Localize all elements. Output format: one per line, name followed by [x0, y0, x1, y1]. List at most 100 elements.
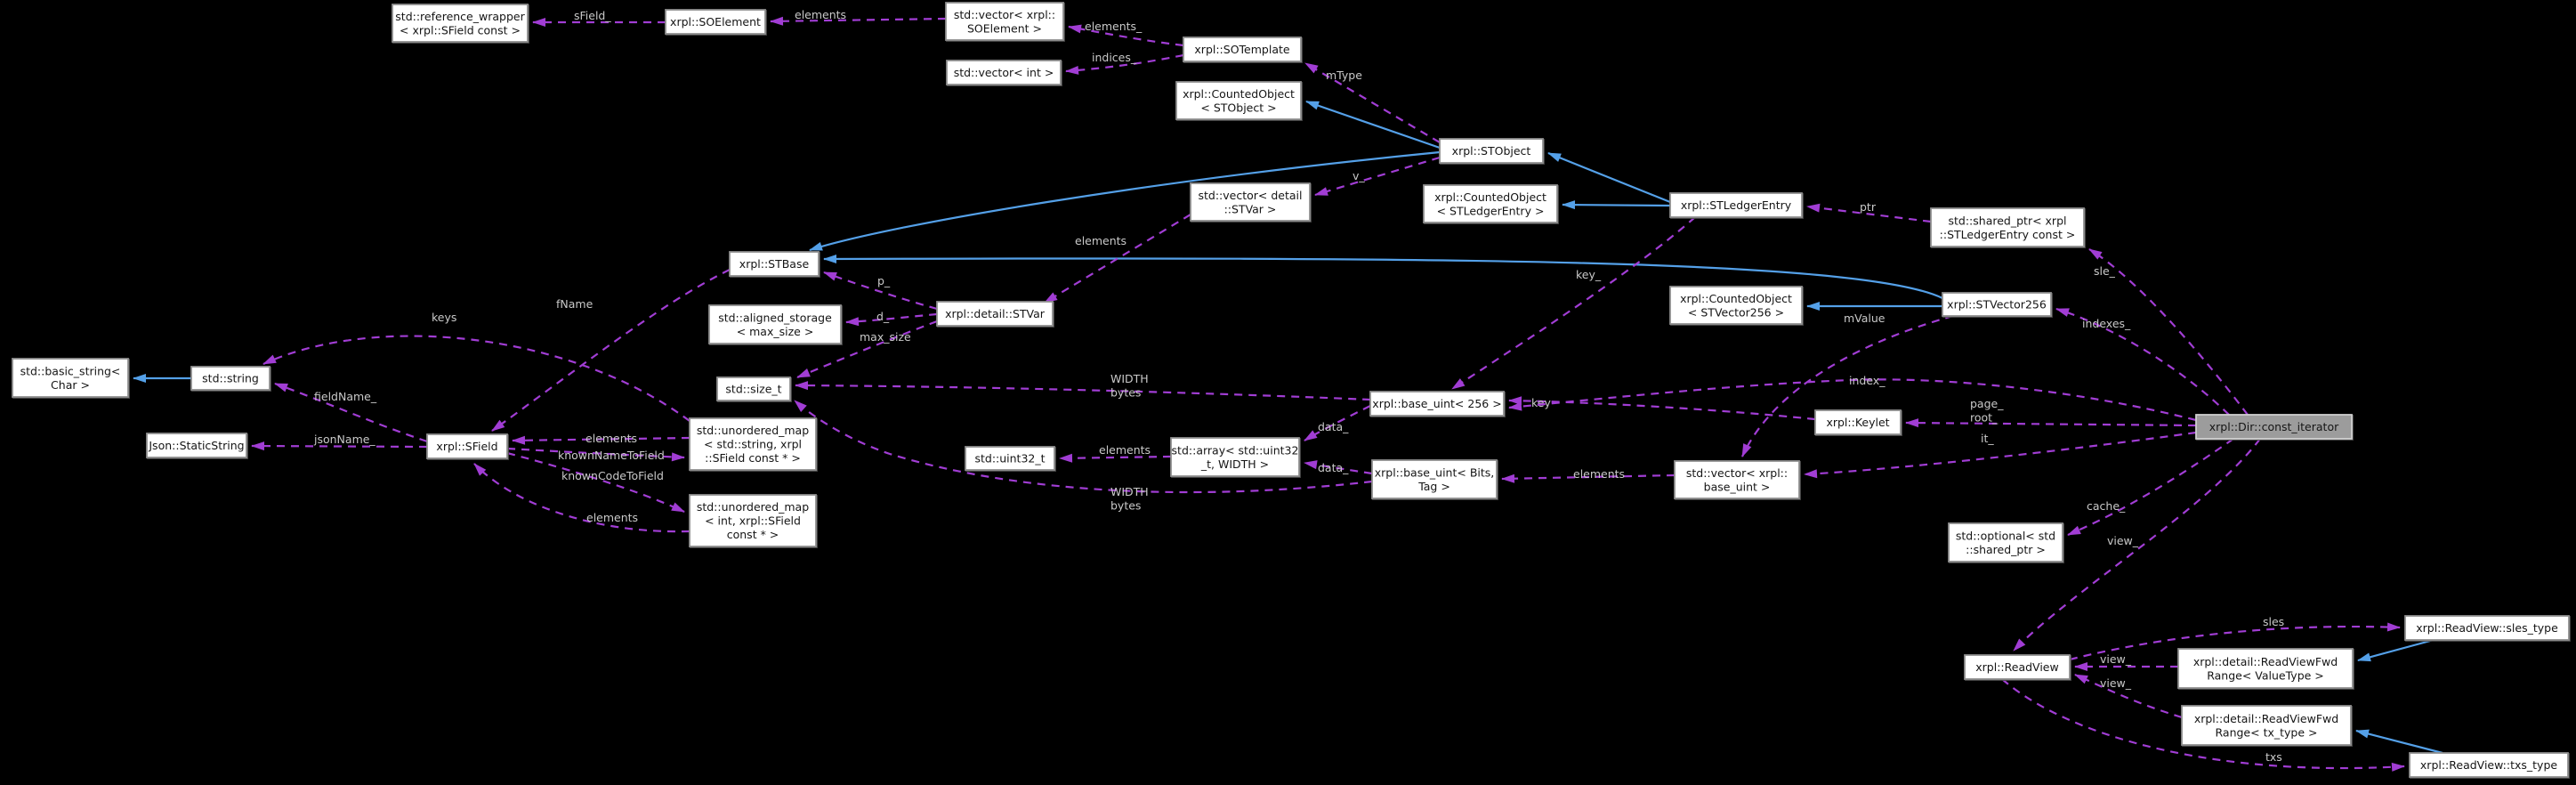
node-vec_int[interactable]: std::vector< int >	[946, 60, 1062, 85]
node-box[interactable]	[1183, 36, 1302, 62]
node-box[interactable]	[716, 376, 791, 401]
node-aligned[interactable]: std::aligned_storage< max_size >	[708, 304, 842, 344]
node-optional[interactable]: std::optional< std::shared_ptr >	[1948, 522, 2063, 562]
node-box[interactable]	[965, 446, 1055, 471]
node-size_t[interactable]: std::size_t	[716, 376, 791, 401]
edge-label: ptr	[1860, 200, 1877, 214]
node-box[interactable]	[1674, 460, 1800, 499]
node-box[interactable]	[945, 2, 1064, 41]
edge-stobject--sotemplate: mType	[1304, 62, 1441, 143]
node-readview[interactable]: xrpl::ReadView	[1964, 654, 2071, 680]
node-dir_const_iterator[interactable]: xrpl::Dir::const_iterator	[2195, 414, 2353, 440]
inheritance-edge-line	[1562, 200, 1671, 210]
node-stobject[interactable]: xrpl::STObject	[1439, 138, 1544, 164]
node-box[interactable]	[2181, 705, 2352, 746]
node-box[interactable]	[708, 304, 842, 344]
node-layer: std::reference_wrapper< xrpl::SField con…	[12, 2, 2570, 778]
node-box[interactable]	[1942, 292, 2052, 317]
node-box[interactable]	[2409, 752, 2569, 778]
node-umap_int[interactable]: std::unordered_map< int, xrpl::SFieldcon…	[689, 494, 817, 547]
edge-stle--stobject	[1547, 151, 1671, 204]
edge-label: view_	[2100, 652, 2132, 666]
node-box[interactable]	[1190, 182, 1311, 222]
node-box[interactable]	[665, 9, 766, 35]
edge-label: elements	[1099, 443, 1151, 457]
node-box[interactable]	[1948, 522, 2063, 562]
node-stv256[interactable]: xrpl::STVector256	[1942, 292, 2052, 317]
node-label: std::uint32_t	[974, 452, 1045, 465]
usage-edge-line	[1806, 203, 1932, 223]
node-keylet[interactable]: xrpl::Keylet	[1814, 409, 1902, 435]
edge-stobject--co_stobject	[1305, 100, 1441, 150]
node-label: xrpl::STObject	[1452, 144, 1531, 158]
node-vec_stvar[interactable]: std::vector< detail::STVar >	[1190, 182, 1311, 222]
node-label: Range< ValueType >	[2207, 668, 2324, 682]
node-box[interactable]	[1175, 81, 1302, 120]
usage-edge-line	[2088, 248, 2249, 416]
node-box[interactable]	[190, 366, 271, 391]
node-co_stle[interactable]: xrpl::CountedObject< STLedgerEntry >	[1423, 184, 1558, 223]
node-box[interactable]	[426, 433, 508, 459]
node-box[interactable]	[146, 433, 247, 458]
node-bu_bt[interactable]: xrpl::base_uint< Bits,Tag >	[1371, 459, 1498, 499]
usage-edge-line	[1314, 156, 1441, 197]
node-box[interactable]	[1170, 437, 1300, 477]
node-co_stobject[interactable]: xrpl::CountedObject< STObject >	[1175, 81, 1302, 120]
node-umap_str[interactable]: std::unordered_map< std::string, xrpl::S…	[689, 417, 817, 471]
node-box[interactable]	[2177, 648, 2354, 689]
node-vec_soelement[interactable]: std::vector< xrpl::SOElement >	[945, 2, 1064, 41]
node-ref_wrapper[interactable]: std::reference_wrapper< xrpl::SField con…	[392, 4, 529, 43]
inheritance-edge-line	[823, 254, 1943, 299]
node-box[interactable]	[1423, 184, 1558, 223]
node-box[interactable]	[1369, 391, 1505, 417]
edge-dir_const_iterator--sptr_stle: sle_	[2088, 248, 2249, 416]
node-label: std::optional< std	[1956, 529, 2055, 542]
node-box[interactable]	[689, 494, 817, 547]
edge-vec_stvar--stvar: elements	[1044, 214, 1191, 303]
node-stvar[interactable]: xrpl::detail::STVar	[936, 301, 1054, 327]
node-box[interactable]	[1371, 459, 1498, 499]
node-stle[interactable]: xrpl::STLedgerEntry	[1669, 192, 1803, 218]
edge-vec_soelement--soelement: elements	[770, 8, 947, 26]
node-string[interactable]: std::string	[190, 366, 271, 391]
node-uint32[interactable]: std::uint32_t	[965, 446, 1055, 471]
edge-readview--sles_type: sles	[2069, 615, 2401, 661]
node-label: ::shared_ptr >	[1966, 543, 2046, 556]
node-array[interactable]: std::array< std::uint32_t, WIDTH >	[1170, 437, 1300, 477]
node-box[interactable]	[1439, 138, 1544, 164]
node-sptr_stle[interactable]: std::shared_ptr< xrpl::STLedgerEntry con…	[1930, 207, 2085, 247]
node-staticstring[interactable]: Json::StaticString	[146, 433, 247, 458]
node-box[interactable]	[729, 251, 820, 277]
node-co_stv256[interactable]: xrpl::CountedObject< STVector256 >	[1669, 286, 1803, 325]
edge-dir_const_iterator--optional: cache_	[2067, 438, 2234, 537]
node-stbase[interactable]: xrpl::STBase	[729, 251, 820, 277]
node-txs_type[interactable]: xrpl::ReadView::txs_type	[2409, 752, 2569, 778]
node-label: xrpl::Keylet	[1826, 416, 1889, 429]
node-box[interactable]	[1669, 192, 1803, 218]
node-box[interactable]	[1814, 409, 1902, 435]
node-sfield[interactable]: xrpl::SField	[426, 433, 508, 459]
focus-node-box[interactable]	[2195, 414, 2353, 440]
node-box[interactable]	[689, 417, 817, 471]
node-box[interactable]	[1930, 207, 2085, 247]
edge-stvar--size_t: max_size	[796, 320, 938, 379]
node-basic_string[interactable]: std::basic_string<Char >	[12, 358, 129, 398]
node-bu256[interactable]: xrpl::base_uint< 256 >	[1369, 391, 1505, 417]
edge-sfield--umap_int: knownCodeToField	[506, 451, 685, 513]
node-box[interactable]	[946, 60, 1062, 85]
node-sles_type[interactable]: xrpl::ReadView::sles_type	[2404, 615, 2570, 641]
node-soelement[interactable]: xrpl::SOElement	[665, 9, 766, 35]
node-box[interactable]	[1964, 654, 2071, 680]
inheritance-edge-line	[809, 150, 1441, 252]
node-sotemplate[interactable]: xrpl::SOTemplate	[1183, 36, 1302, 62]
edge-dir_const_iterator--stv256: indexes_	[2055, 307, 2230, 416]
node-box[interactable]	[936, 301, 1054, 327]
node-vec_bu[interactable]: std::vector< xrpl::base_uint >	[1674, 460, 1800, 499]
node-box[interactable]	[2404, 615, 2570, 641]
edge-stvar--aligned: d_	[845, 310, 938, 327]
node-box[interactable]	[12, 358, 129, 398]
node-box[interactable]	[1669, 286, 1803, 325]
node-box[interactable]	[392, 4, 529, 43]
